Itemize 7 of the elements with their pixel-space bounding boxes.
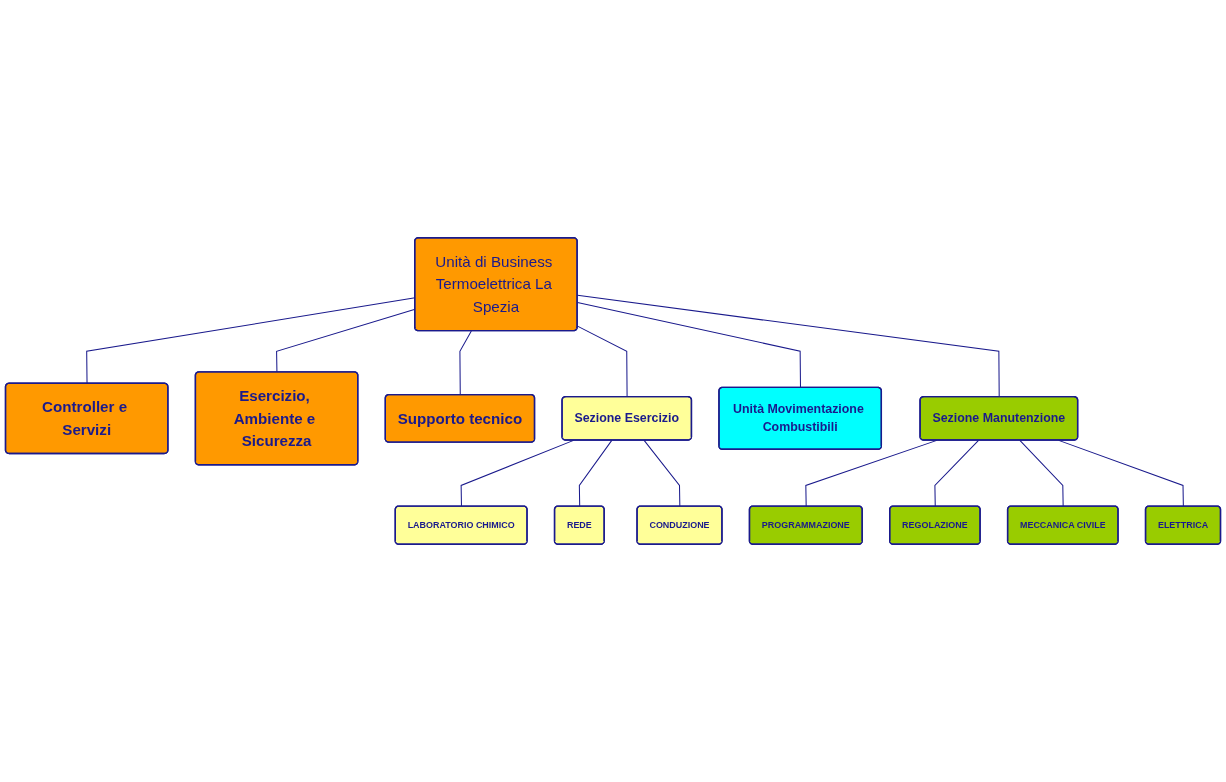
- connector: [934, 439, 980, 507]
- connector: [1019, 439, 1064, 507]
- connector: [576, 325, 628, 398]
- connector: [459, 330, 472, 396]
- connector: [643, 439, 681, 507]
- connector: [578, 439, 613, 507]
- connector: [576, 294, 1000, 398]
